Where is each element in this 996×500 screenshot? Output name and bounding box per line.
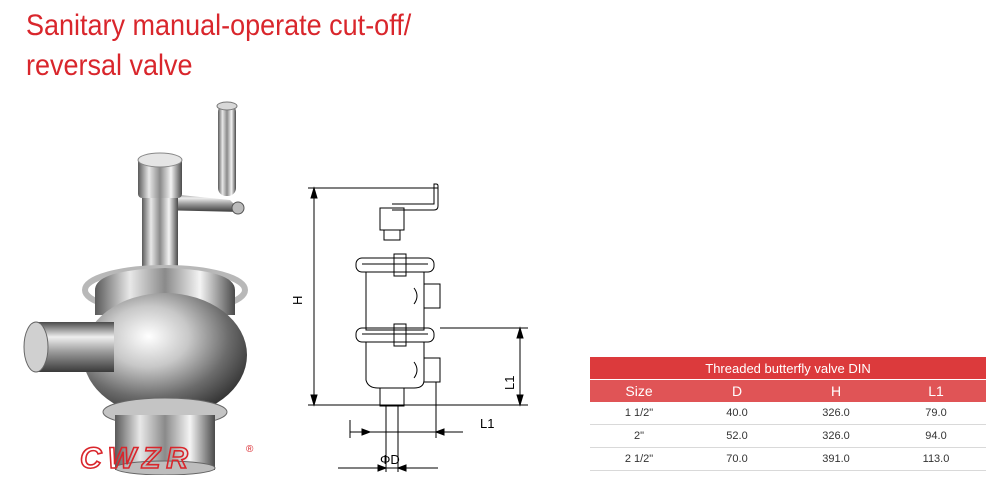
cell-l1: 113.0 [886, 447, 986, 471]
table-row: 2" 52.0 326.0 94.0 [590, 424, 986, 448]
table-header-row: Size D H L1 [590, 379, 986, 402]
brand-logo: CWZR ® [80, 441, 254, 474]
cell-size: 2 1/2" [590, 447, 688, 471]
cell-l1: 79.0 [886, 402, 986, 425]
table-row: 2 1/2" 70.0 391.0 113.0 [590, 447, 986, 471]
cell-size: 1 1/2" [590, 402, 688, 425]
valve-dimension-drawing: H L1 L1 ΦD [290, 183, 528, 472]
title-line-2: reversal valve [26, 49, 193, 82]
table-row: 1 1/2" 40.0 326.0 79.0 [590, 402, 986, 425]
label-h: H [290, 296, 305, 305]
col-header-l1: L1 [886, 379, 986, 402]
cell-d: 70.0 [688, 447, 786, 471]
table-caption: Threaded butterfly valve DIN [590, 357, 986, 380]
title-line-1: Sanitary manual-operate cut-off/ [26, 9, 412, 42]
cell-h: 326.0 [786, 402, 886, 425]
cell-l1: 94.0 [886, 424, 986, 448]
spec-table: Threaded butterfly valve DIN Size D H L1… [590, 357, 986, 471]
table-caption-row: Threaded butterfly valve DIN [590, 357, 986, 380]
logo-text: CWZR [80, 442, 194, 474]
label-phi-d: ΦD [380, 452, 400, 467]
col-header-h: H [786, 379, 886, 402]
col-header-d: D [688, 379, 786, 402]
cell-size: 2" [590, 424, 688, 448]
cell-h: 391.0 [786, 447, 886, 471]
label-l1-horizontal: L1 [480, 416, 494, 431]
page-title: Sanitary manual-operate cut-off/ reversa… [26, 6, 494, 86]
cell-h: 326.0 [786, 424, 886, 448]
label-l1-vertical: L1 [502, 376, 517, 390]
cell-d: 40.0 [688, 402, 786, 425]
valve-product-photo [23, 101, 248, 475]
logo-registered-mark: ® [246, 444, 254, 455]
col-header-size: Size [590, 379, 688, 402]
cell-d: 52.0 [688, 424, 786, 448]
